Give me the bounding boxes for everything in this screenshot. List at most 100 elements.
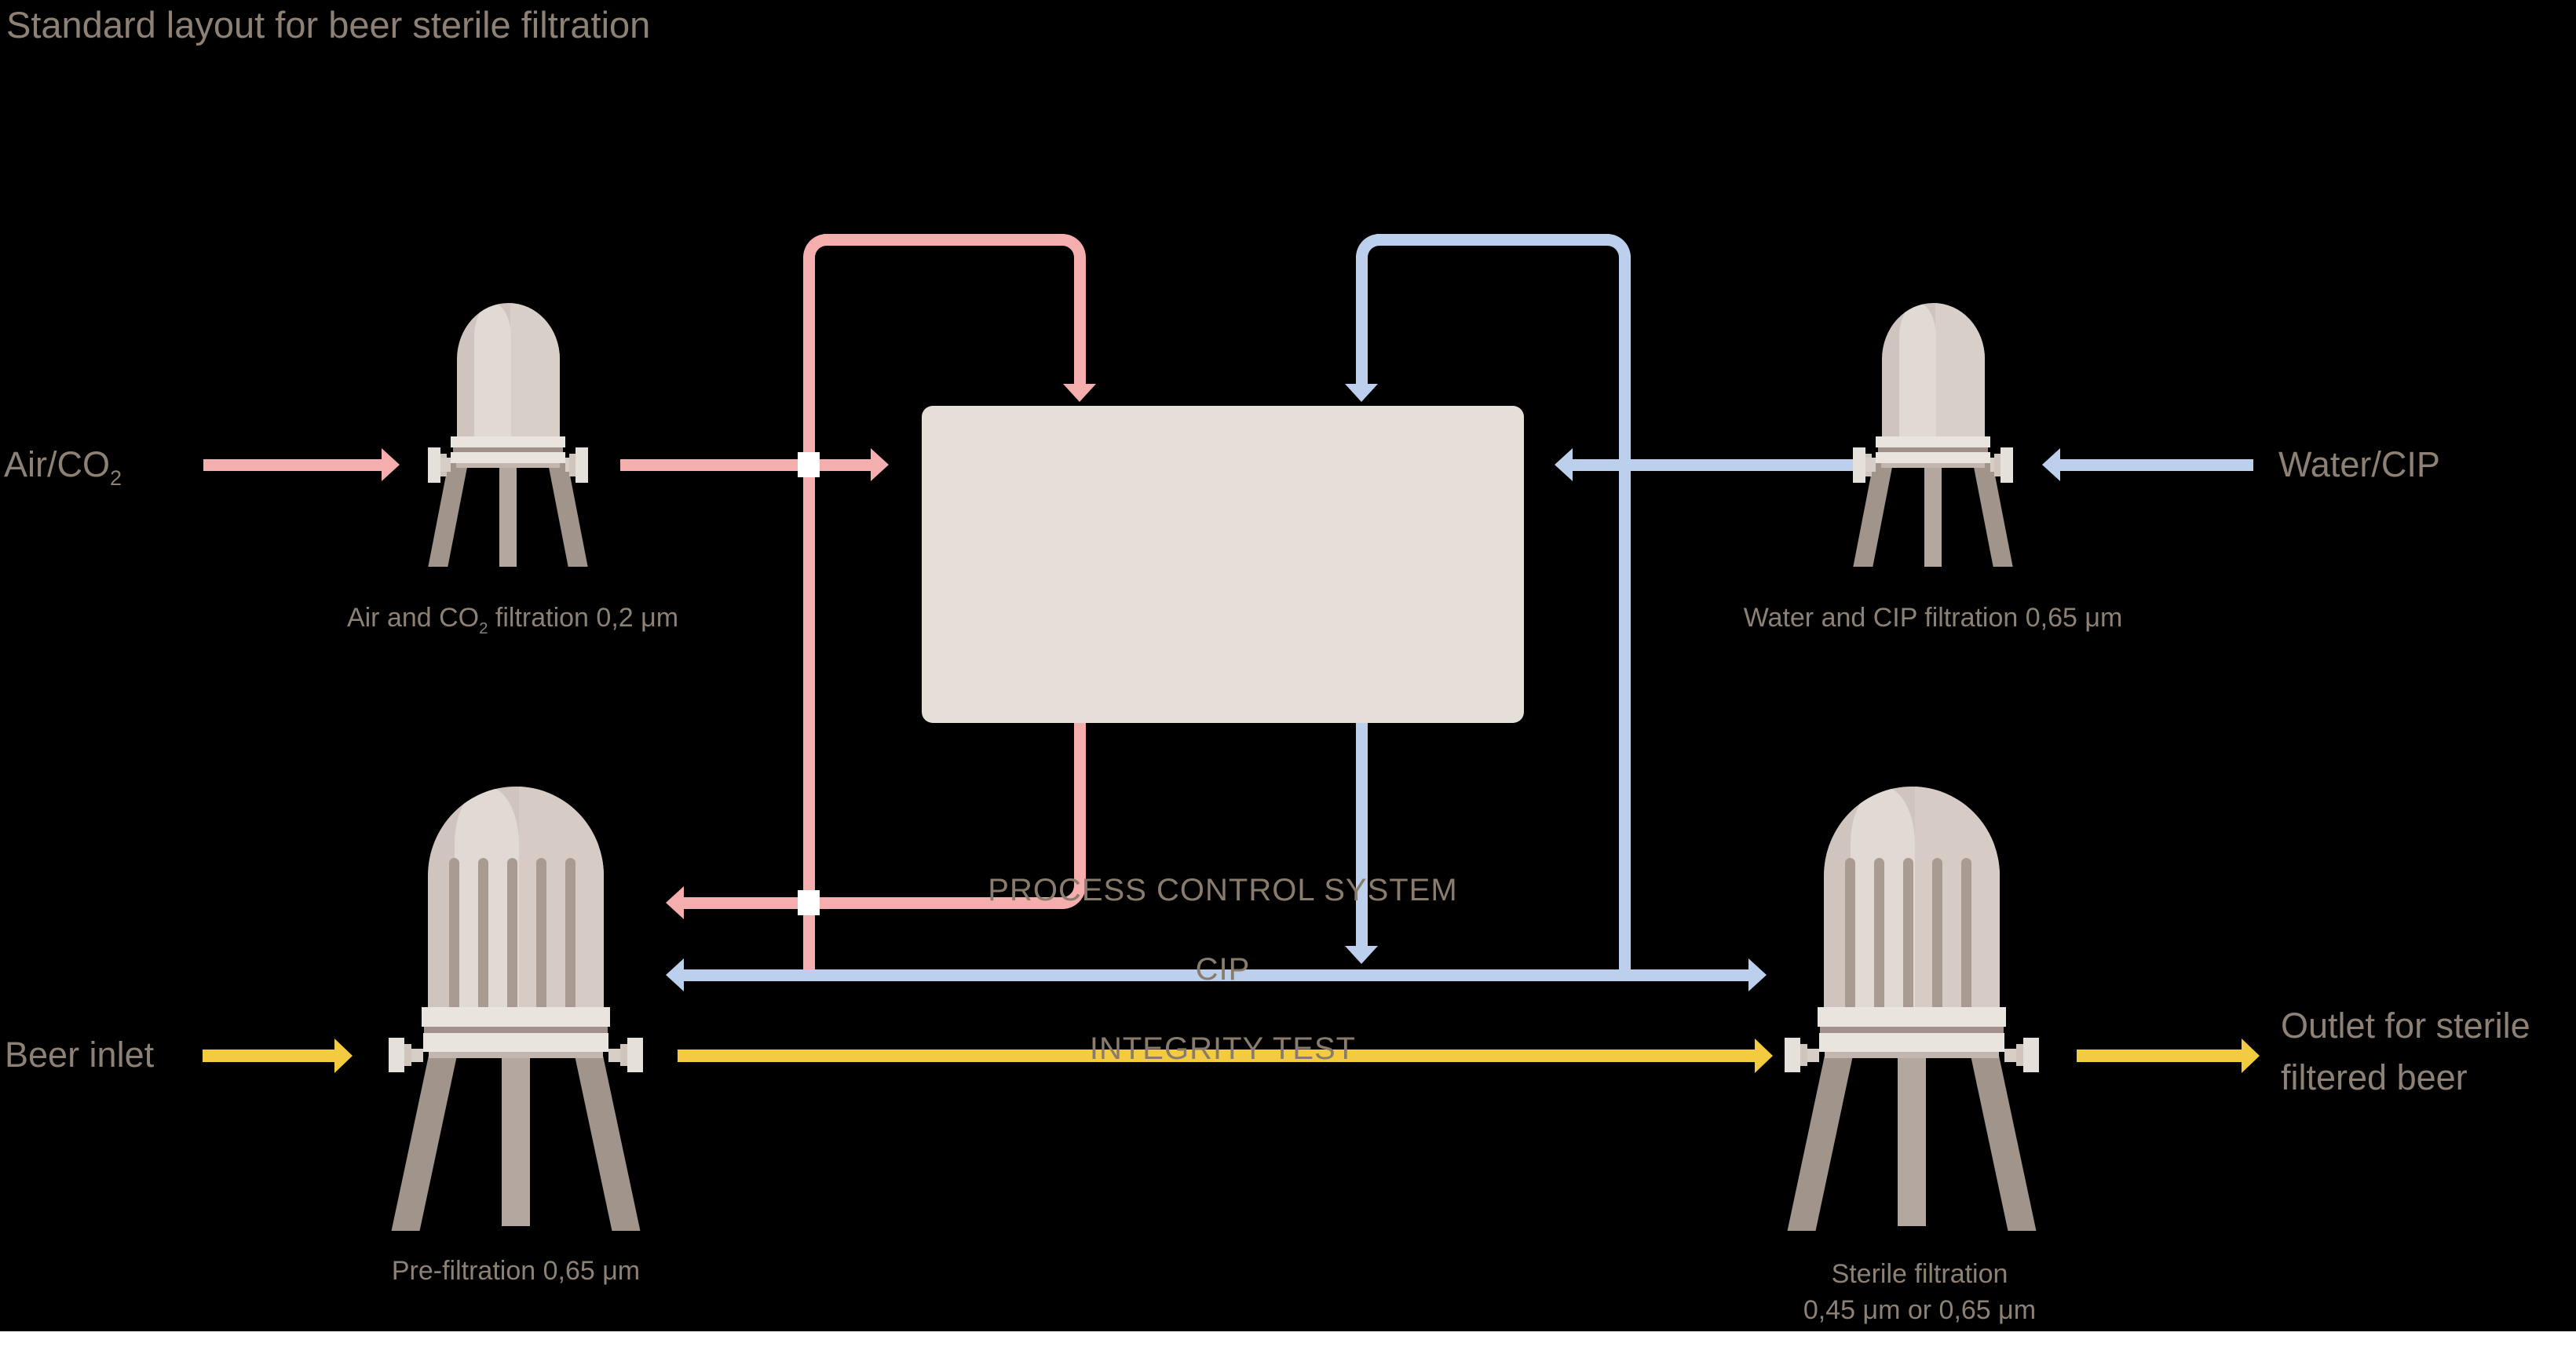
sterile-filter-right-leg (1970, 1052, 2037, 1231)
sterile-filter-rib-2 (1874, 858, 1884, 1009)
pink-return-pipe (684, 897, 1064, 909)
water-filter-dome (1882, 303, 1985, 436)
air-filter-label-text: Air and CO (346, 603, 480, 633)
air-filter-dome (457, 303, 560, 436)
sterile-filter-left-leg (1787, 1052, 1854, 1231)
bottom-white-band (0, 1331, 2576, 1358)
pink-left-vertical-pipe (803, 256, 815, 970)
pre-filter-flange-gap (424, 1027, 608, 1033)
water-filter-dome-highlight (1899, 303, 1937, 436)
pre-filter-right-leg (574, 1052, 641, 1231)
air-filter-right-port (575, 447, 588, 483)
water-filter-dome-shade (1935, 303, 1985, 436)
sterile-filter-rib-3 (1903, 858, 1913, 1009)
sterile-filter-right-port-stem (2004, 1049, 2016, 1062)
blue-down-to-box-pipe (1356, 256, 1368, 384)
pre-filter-dome-shade (519, 787, 604, 1009)
pre-filter-label: Pre-filtration 0,65 μm (391, 1256, 641, 1286)
water-filter-flange-bottom (1876, 452, 1990, 463)
sterile-filter-right-port-washer (2016, 1044, 2023, 1066)
outlet-label: Outlet for sterile filtered beer (2281, 1000, 2530, 1104)
pre-filter-dome (428, 787, 604, 1009)
pre-filter-right-port-washer (620, 1044, 627, 1066)
pink-from-box-bottom-pipe (1074, 722, 1086, 885)
blue-right-vertical-pipe (1619, 256, 1631, 981)
air-inlet-arrowhead-icon (382, 448, 400, 481)
water-filter-left-port (1853, 447, 1865, 483)
pre-filter-flange-bottom (423, 1033, 608, 1052)
air-inlet-label-text: Air/CO (4, 444, 110, 484)
blue-top-pipe (1376, 234, 1609, 246)
pink-into-box-arrowhead-icon (1063, 384, 1096, 402)
pre-filter-rib-4 (536, 858, 546, 1009)
beer-inlet-pipe (203, 1050, 334, 1062)
beer-inlet-label: Beer inlet (5, 1035, 155, 1075)
pre-filter-flange-lip (429, 1052, 603, 1058)
sterile-filter-dome (1824, 787, 2000, 1009)
water-filter-to-box-pipe (1573, 459, 1854, 471)
pre-filter-rib-2 (478, 858, 488, 1009)
process-control-box: PROCESS CONTROL SYSTEM CIP INTEGRITY TES… (922, 406, 1524, 1066)
blue-down-arrowhead-icon (1345, 946, 1378, 964)
water-to-box-arrowhead-icon (1555, 448, 1573, 481)
sterile-filter-rib-1 (1845, 858, 1855, 1009)
blue-long-left-arrowhead-icon (666, 958, 684, 991)
water-filter-left-port-stem (1865, 458, 1876, 472)
water-filter-flange-gap (1878, 447, 1988, 452)
air-inlet-label-subscript: 2 (110, 466, 122, 491)
air-filter-label-subscript: 2 (479, 619, 488, 637)
air-inlet-label: Air/CO2 (4, 444, 122, 490)
air-filter-dome-shade (510, 303, 560, 436)
water-filter-vessel (1853, 303, 2013, 570)
sterile-filter-left-port-washer (1800, 1044, 1807, 1066)
pre-filter-right-port (627, 1038, 643, 1072)
sterile-filter-flange-bottom (1819, 1033, 2004, 1052)
air-filter-flange-lip (456, 463, 560, 468)
water-inlet-pipe (2060, 459, 2253, 471)
air-filter-middle-leg (499, 463, 517, 567)
sterile-filter-right-port (2023, 1038, 2039, 1072)
pre-filter-left-port-stem (411, 1049, 423, 1062)
sterile-filter-rib-4 (1932, 858, 1942, 1009)
air-filter-dome-highlight (474, 303, 512, 436)
water-filter-label: Water and CIP filtration 0,65 μm (1743, 603, 2123, 633)
pipe-crossing-break-bottom (798, 890, 820, 915)
sterile-filter-label-line1: Sterile filtration (1831, 1259, 2008, 1289)
pre-filter-left-port-washer (404, 1044, 411, 1066)
water-filter-right-port (2001, 447, 2013, 483)
air-inlet-pipe (203, 459, 382, 471)
blue-long-horizontal-pipe (684, 969, 1748, 981)
pink-return-arrowhead-icon (666, 886, 684, 919)
blue-long-right-arrowhead-icon (1748, 958, 1767, 991)
control-box-line3: INTEGRITY TEST (1089, 1031, 1357, 1066)
control-box-line1: PROCESS CONTROL SYSTEM (988, 873, 1458, 907)
air-filter-to-box-pipe (620, 459, 871, 471)
pink-down-to-box-pipe (1074, 256, 1086, 384)
pre-filter-flange-top (422, 1007, 610, 1027)
sterile-filter-flange-top (1818, 1007, 2006, 1027)
pre-filter-left-port (389, 1038, 404, 1072)
pre-filter-rib-1 (449, 858, 459, 1009)
sterile-filter-vessel (1785, 787, 2039, 1238)
water-filter-flange-lip (1881, 463, 1985, 468)
air-filter-right-port-washer (569, 454, 575, 476)
pink-top-pipe (824, 234, 1064, 246)
sterile-filter-left-port-stem (1807, 1049, 1819, 1062)
control-box-line2: CIP (1195, 952, 1251, 987)
blue-corner-top-right (1607, 234, 1631, 257)
air-filter-flange-bottom (451, 452, 565, 463)
water-filter-middle-leg (1924, 463, 1942, 567)
pre-filter-rib-5 (565, 858, 575, 1009)
beer-main-pipe (678, 1050, 1755, 1062)
beer-outlet-pipe (2077, 1050, 2242, 1062)
sterile-filter-flange-gap (1820, 1027, 2004, 1033)
water-filter-flange-top (1876, 436, 1990, 447)
pre-filter-rib-3 (507, 858, 517, 1009)
pipe-crossing-break-top (798, 452, 820, 477)
sterile-filter-left-port (1785, 1038, 1800, 1072)
air-filter-vessel (428, 303, 588, 570)
sterile-filter-rib-5 (1961, 858, 1971, 1009)
sterile-filter-label-line2: 0,45 μm or 0,65 μm (1803, 1295, 2037, 1325)
outlet-label-line2: filtered beer (2281, 1057, 2468, 1097)
beer-outlet-arrowhead-icon (2242, 1039, 2260, 1073)
